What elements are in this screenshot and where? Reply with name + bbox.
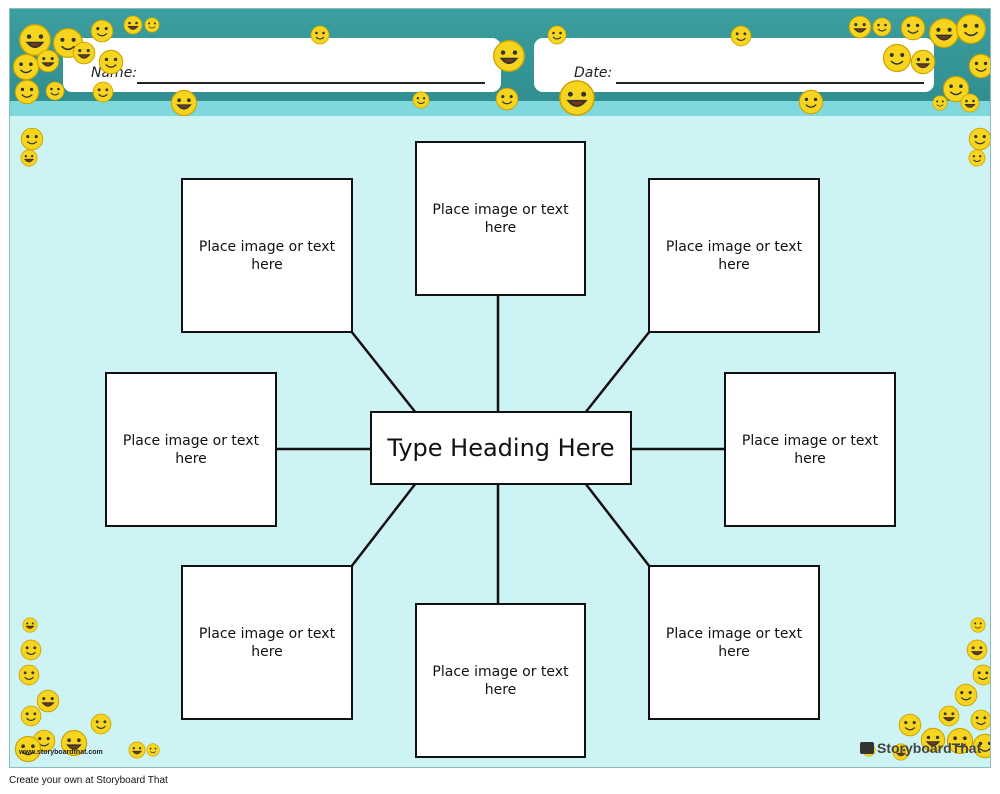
- smiley-face-icon: [900, 15, 926, 41]
- spoke-text-top-right: Place image or text here: [665, 238, 803, 273]
- name-line[interactable]: [137, 82, 485, 84]
- spoke-box-top-left[interactable]: Place image or text here: [181, 178, 353, 333]
- smiley-face-icon: [90, 713, 112, 735]
- date-line[interactable]: [616, 82, 924, 84]
- spoke-text-top-left: Place image or text here: [198, 238, 336, 273]
- smiley-face-icon: [45, 81, 65, 101]
- spoke-text-bottom-left: Place image or text here: [198, 625, 336, 660]
- smiley-face-icon: [882, 43, 912, 73]
- smiley-face-icon: [946, 727, 974, 755]
- smiley-face-icon: [98, 49, 124, 75]
- smiley-face-icon: [18, 664, 40, 686]
- smiley-face-icon: [20, 149, 38, 167]
- smiley-face-icon: [892, 743, 910, 761]
- smiley-face-icon: [495, 87, 519, 111]
- smiley-face-icon: [14, 79, 40, 105]
- smiley-face-icon: [968, 149, 986, 167]
- spoke-box-bottom-left[interactable]: Place image or text here: [181, 565, 353, 720]
- smiley-face-icon: [19, 24, 51, 56]
- name-field[interactable]: Name:: [63, 38, 501, 92]
- date-field[interactable]: Date:: [534, 38, 934, 92]
- smiley-face-icon: [92, 81, 114, 103]
- smiley-face-icon: [310, 25, 330, 45]
- smiley-face-icon: [60, 729, 88, 757]
- date-label: Date:: [574, 65, 613, 81]
- center-heading-box[interactable]: Type Heading Here: [370, 411, 632, 485]
- smiley-face-icon: [146, 743, 160, 757]
- smiley-face-icon: [898, 713, 922, 737]
- smiley-face-icon: [968, 53, 990, 79]
- smiley-face-icon: [128, 741, 146, 759]
- worksheet: Name: Date: Place image or text here Pla…: [9, 8, 991, 768]
- smiley-face-icon: [972, 664, 990, 686]
- smiley-face-icon: [848, 15, 872, 39]
- smiley-face-icon: [798, 89, 824, 115]
- spoke-box-bottom[interactable]: Place image or text here: [415, 603, 586, 758]
- spoke-text-top: Place image or text here: [432, 201, 569, 236]
- spoke-box-right[interactable]: Place image or text here: [724, 372, 896, 527]
- center-heading: Type Heading Here: [387, 434, 615, 462]
- spoke-text-bottom: Place image or text here: [432, 663, 569, 698]
- smiley-face-icon: [412, 91, 430, 109]
- spoke-text-bottom-right: Place image or text here: [665, 625, 803, 660]
- smiley-face-icon: [547, 25, 567, 45]
- smiley-face-icon: [920, 727, 946, 753]
- smiley-face-icon: [970, 617, 986, 633]
- smiley-face-icon: [910, 49, 936, 75]
- connector-lines: [275, 295, 725, 605]
- smiley-face-icon: [730, 25, 752, 47]
- smiley-face-icon: [20, 639, 42, 661]
- spoke-box-top-right[interactable]: Place image or text here: [648, 178, 820, 333]
- storyboardthat-logo[interactable]: StoryboardThat: [860, 740, 981, 756]
- smiley-face-icon: [123, 15, 143, 35]
- smiley-face-icon: [955, 13, 987, 45]
- smiley-face-icon: [36, 689, 60, 713]
- logo-text: StoryboardThat: [877, 740, 982, 756]
- header-stripe: [10, 101, 990, 116]
- smiley-face-icon: [20, 705, 42, 727]
- smiley-face-icon: [968, 127, 990, 151]
- spoke-box-left[interactable]: Place image or text here: [105, 372, 277, 527]
- smiley-face-icon: [970, 709, 990, 731]
- logo-mark-icon: [860, 742, 874, 754]
- smiley-face-icon: [72, 41, 96, 65]
- spoke-text-right: Place image or text here: [741, 432, 879, 467]
- watermark-url: www.storyboardthat.com: [19, 749, 103, 756]
- smiley-face-icon: [493, 40, 525, 72]
- smiley-face-icon: [22, 617, 38, 633]
- smiley-face-icon: [20, 127, 44, 151]
- spoke-box-bottom-right[interactable]: Place image or text here: [648, 565, 820, 720]
- spoke-box-top[interactable]: Place image or text here: [415, 141, 586, 296]
- smiley-face-icon: [972, 733, 990, 759]
- smiley-face-icon: [36, 49, 60, 73]
- smiley-face-icon: [960, 93, 980, 113]
- smiley-face-icon: [14, 735, 42, 763]
- footer-create-link[interactable]: Create your own at Storyboard That: [9, 775, 168, 786]
- smiley-face-icon: [942, 75, 970, 103]
- smiley-face-icon: [144, 17, 160, 33]
- smiley-face-icon: [966, 639, 988, 661]
- smiley-face-icon: [932, 95, 948, 111]
- smiley-face-icon: [938, 705, 960, 727]
- smiley-face-icon: [90, 19, 114, 43]
- smiley-face-icon: [954, 683, 978, 707]
- smiley-face-icon: [872, 17, 892, 37]
- smiley-face-icon: [170, 89, 198, 117]
- spoke-text-left: Place image or text here: [122, 432, 260, 467]
- smiley-face-icon: [559, 80, 595, 116]
